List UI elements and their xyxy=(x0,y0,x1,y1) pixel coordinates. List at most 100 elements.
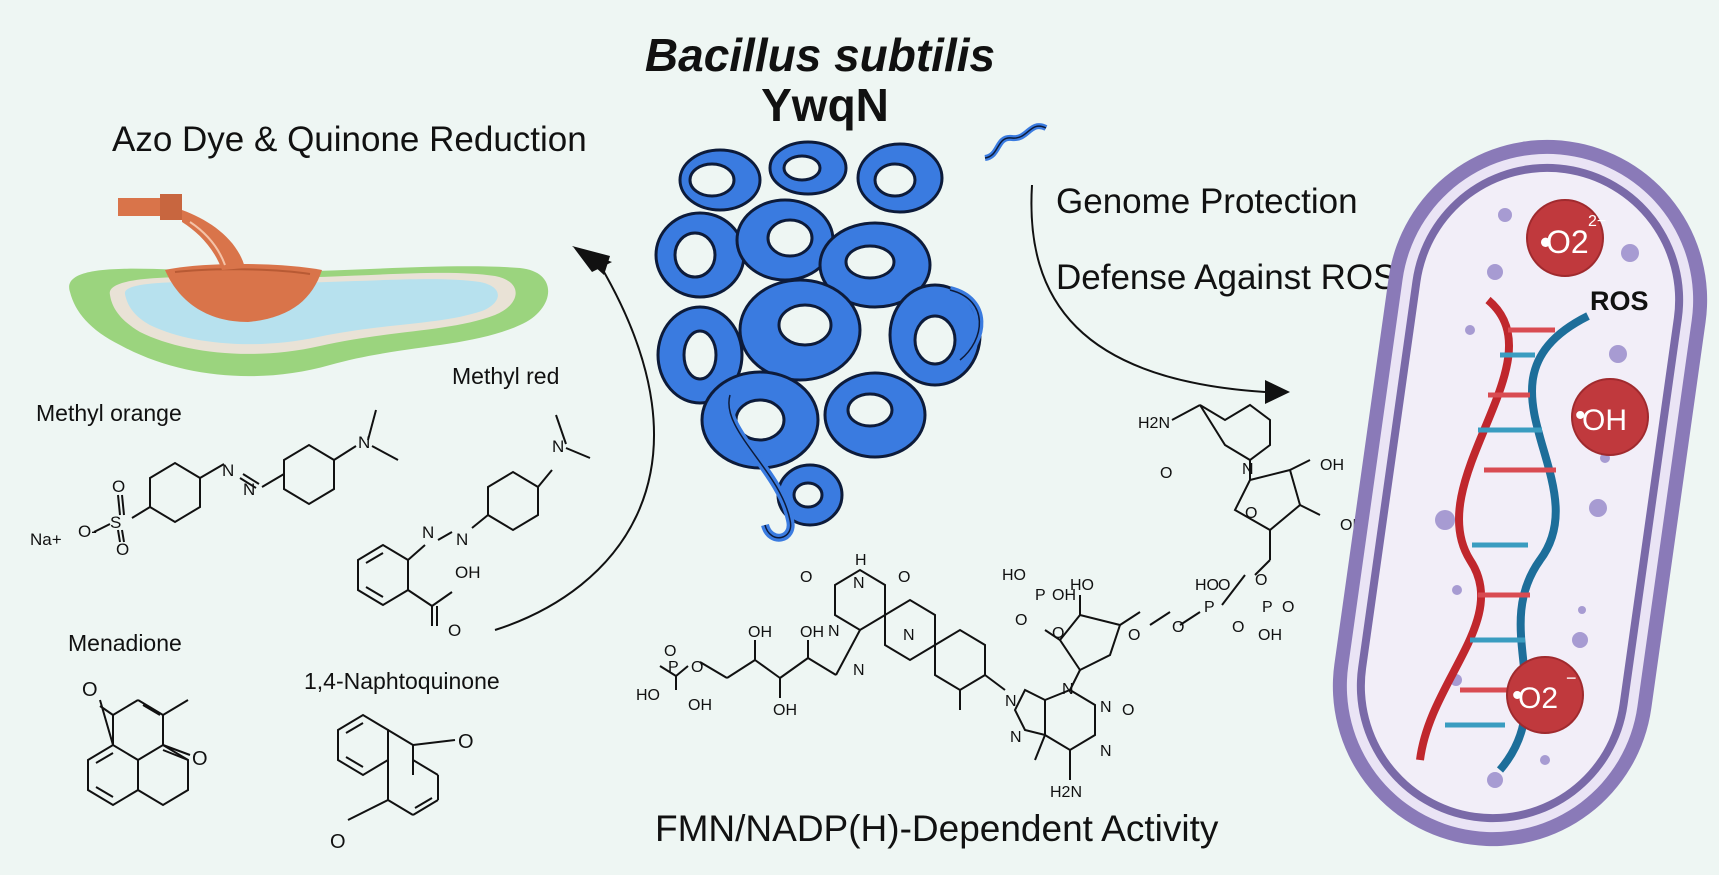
atom-ho: HO xyxy=(1070,577,1094,594)
atom-n: N xyxy=(358,433,370,452)
atom-n: N xyxy=(853,575,865,592)
atom-p: P xyxy=(1204,599,1215,616)
protection-arrow xyxy=(1030,184,1290,404)
atom-o: O xyxy=(1282,599,1294,616)
svg-text:O2: O2 xyxy=(1518,682,1558,715)
atom-n: N xyxy=(1062,681,1074,698)
atom-n: N xyxy=(552,437,564,456)
atom-o: O xyxy=(691,659,703,676)
genome-protection-label: Genome Protection xyxy=(1056,182,1358,221)
svg-text:•: • xyxy=(1540,224,1551,260)
atom-p: P xyxy=(1262,599,1273,616)
cofactor-label: FMN/NADP(H)-Dependent Activity xyxy=(655,808,1219,849)
svg-text:−: − xyxy=(1566,668,1577,688)
ros-label: ROS xyxy=(1590,286,1649,316)
naphtoquinone-atoms: O O xyxy=(330,731,474,853)
atom-n: N xyxy=(1010,729,1022,746)
atom-s: S xyxy=(110,513,121,532)
atom-n: N xyxy=(1100,743,1112,760)
atom-ho: HO xyxy=(636,687,660,704)
atom-o: O xyxy=(898,569,910,586)
ros-species: • O2 2− • OH • O2 − ROS xyxy=(1506,199,1649,734)
atom-h: H xyxy=(855,552,867,569)
bacterium-cell xyxy=(1332,139,1708,847)
fmn-structure xyxy=(659,568,1006,710)
atom-o: O xyxy=(1255,572,1267,589)
atom-o: O xyxy=(664,643,676,660)
atom-n: N xyxy=(1005,693,1017,710)
atom-o: O xyxy=(1052,625,1064,642)
atom-o: O xyxy=(458,731,474,753)
atom-o: O xyxy=(116,540,129,559)
superoxide-bottom: • O2 − xyxy=(1506,656,1584,734)
atom-n: N xyxy=(456,530,468,549)
methyl-red-label: Methyl red xyxy=(452,363,560,389)
atom-n: N xyxy=(1100,699,1112,716)
atom-oh: OH xyxy=(1052,587,1076,604)
atom-oh: OH xyxy=(688,697,712,714)
atom-n: N xyxy=(422,523,434,542)
superoxide-top: • O2 2− xyxy=(1526,199,1606,277)
atom-n: N xyxy=(903,627,915,644)
azo-dye-quinone-heading: Azo Dye & Quinone Reduction xyxy=(112,120,587,159)
sodium-ion: Na+ xyxy=(30,530,62,549)
methyl-red-atoms: N N N OH O xyxy=(422,437,564,640)
methyl-orange-atoms: N N N S O O O- Na+ xyxy=(30,433,370,559)
atom-h2n: H2N xyxy=(1050,784,1082,801)
atom-oh: OH xyxy=(800,624,824,641)
svg-text:•: • xyxy=(1512,679,1523,712)
hydroxyl-radical: • OH xyxy=(1571,378,1649,456)
ywqn-protein-structure xyxy=(654,123,1048,542)
atom-o: O xyxy=(112,477,125,496)
menadione-label: Menadione xyxy=(68,630,182,656)
atom-h2n: H2N xyxy=(1138,415,1170,432)
atom-o: O xyxy=(1172,619,1184,636)
svg-text:2−: 2− xyxy=(1588,213,1606,230)
methyl-orange-structure xyxy=(93,409,399,543)
atom-o: O xyxy=(1232,619,1244,636)
atom-o: O xyxy=(1128,627,1140,644)
menadione-structure xyxy=(87,699,191,807)
svg-text:•: • xyxy=(1575,399,1586,432)
atom-oh: OH xyxy=(1258,627,1282,644)
atom-o: O xyxy=(1122,702,1134,719)
methyl-red-structure xyxy=(357,414,591,626)
atom-n: N xyxy=(1242,461,1254,478)
atom-o: O xyxy=(82,679,98,701)
protein-title: YwqN xyxy=(761,79,889,131)
atom-o: O xyxy=(192,748,208,770)
atom-o: O xyxy=(1160,465,1172,482)
atom-n: N xyxy=(828,623,840,640)
atom-p: P xyxy=(668,659,679,676)
ros-defense-label: Defense Against ROS xyxy=(1056,258,1397,297)
atom-o: O xyxy=(1218,577,1230,594)
polluted-pond-illustration xyxy=(69,194,549,377)
atom-o: O xyxy=(1015,612,1027,629)
atom-oh: OH xyxy=(455,563,481,582)
atom-o: O xyxy=(1245,505,1257,522)
naphtoquinone-structure xyxy=(337,713,456,821)
atom-o: O xyxy=(330,831,346,853)
atom-oh: OH xyxy=(1320,457,1344,474)
atom-oh: OH xyxy=(773,702,797,719)
reduction-arrow xyxy=(494,246,655,631)
atom-o: O xyxy=(800,569,812,586)
atom-o: O xyxy=(448,621,461,640)
svg-text:O2: O2 xyxy=(1546,224,1589,260)
atom-ho: HO xyxy=(1002,567,1026,584)
atom-n: N xyxy=(243,480,255,499)
atom-p: P xyxy=(1035,587,1046,604)
atom-oh: OH xyxy=(748,624,772,641)
fmn-atoms: H N O O N N N OH OH OH O P O HO OH xyxy=(636,552,915,719)
atom-n: N xyxy=(853,662,865,679)
organism-title: Bacillus subtilis xyxy=(644,29,996,81)
methyl-orange-label: Methyl orange xyxy=(36,400,182,426)
atom-o-minus: O- xyxy=(78,522,97,541)
naphtoquinone-label: 1,4-Naphtoquinone xyxy=(304,668,500,694)
svg-text:OH: OH xyxy=(1582,404,1627,437)
atom-ho: HO xyxy=(1195,577,1219,594)
nadph-atoms: H2N O N OH OH O O P O OH O P HO O O O HO… xyxy=(1002,415,1364,801)
nadph-structure xyxy=(1013,403,1321,780)
menadione-atoms: O O xyxy=(82,679,208,770)
atom-n: N xyxy=(222,461,234,480)
